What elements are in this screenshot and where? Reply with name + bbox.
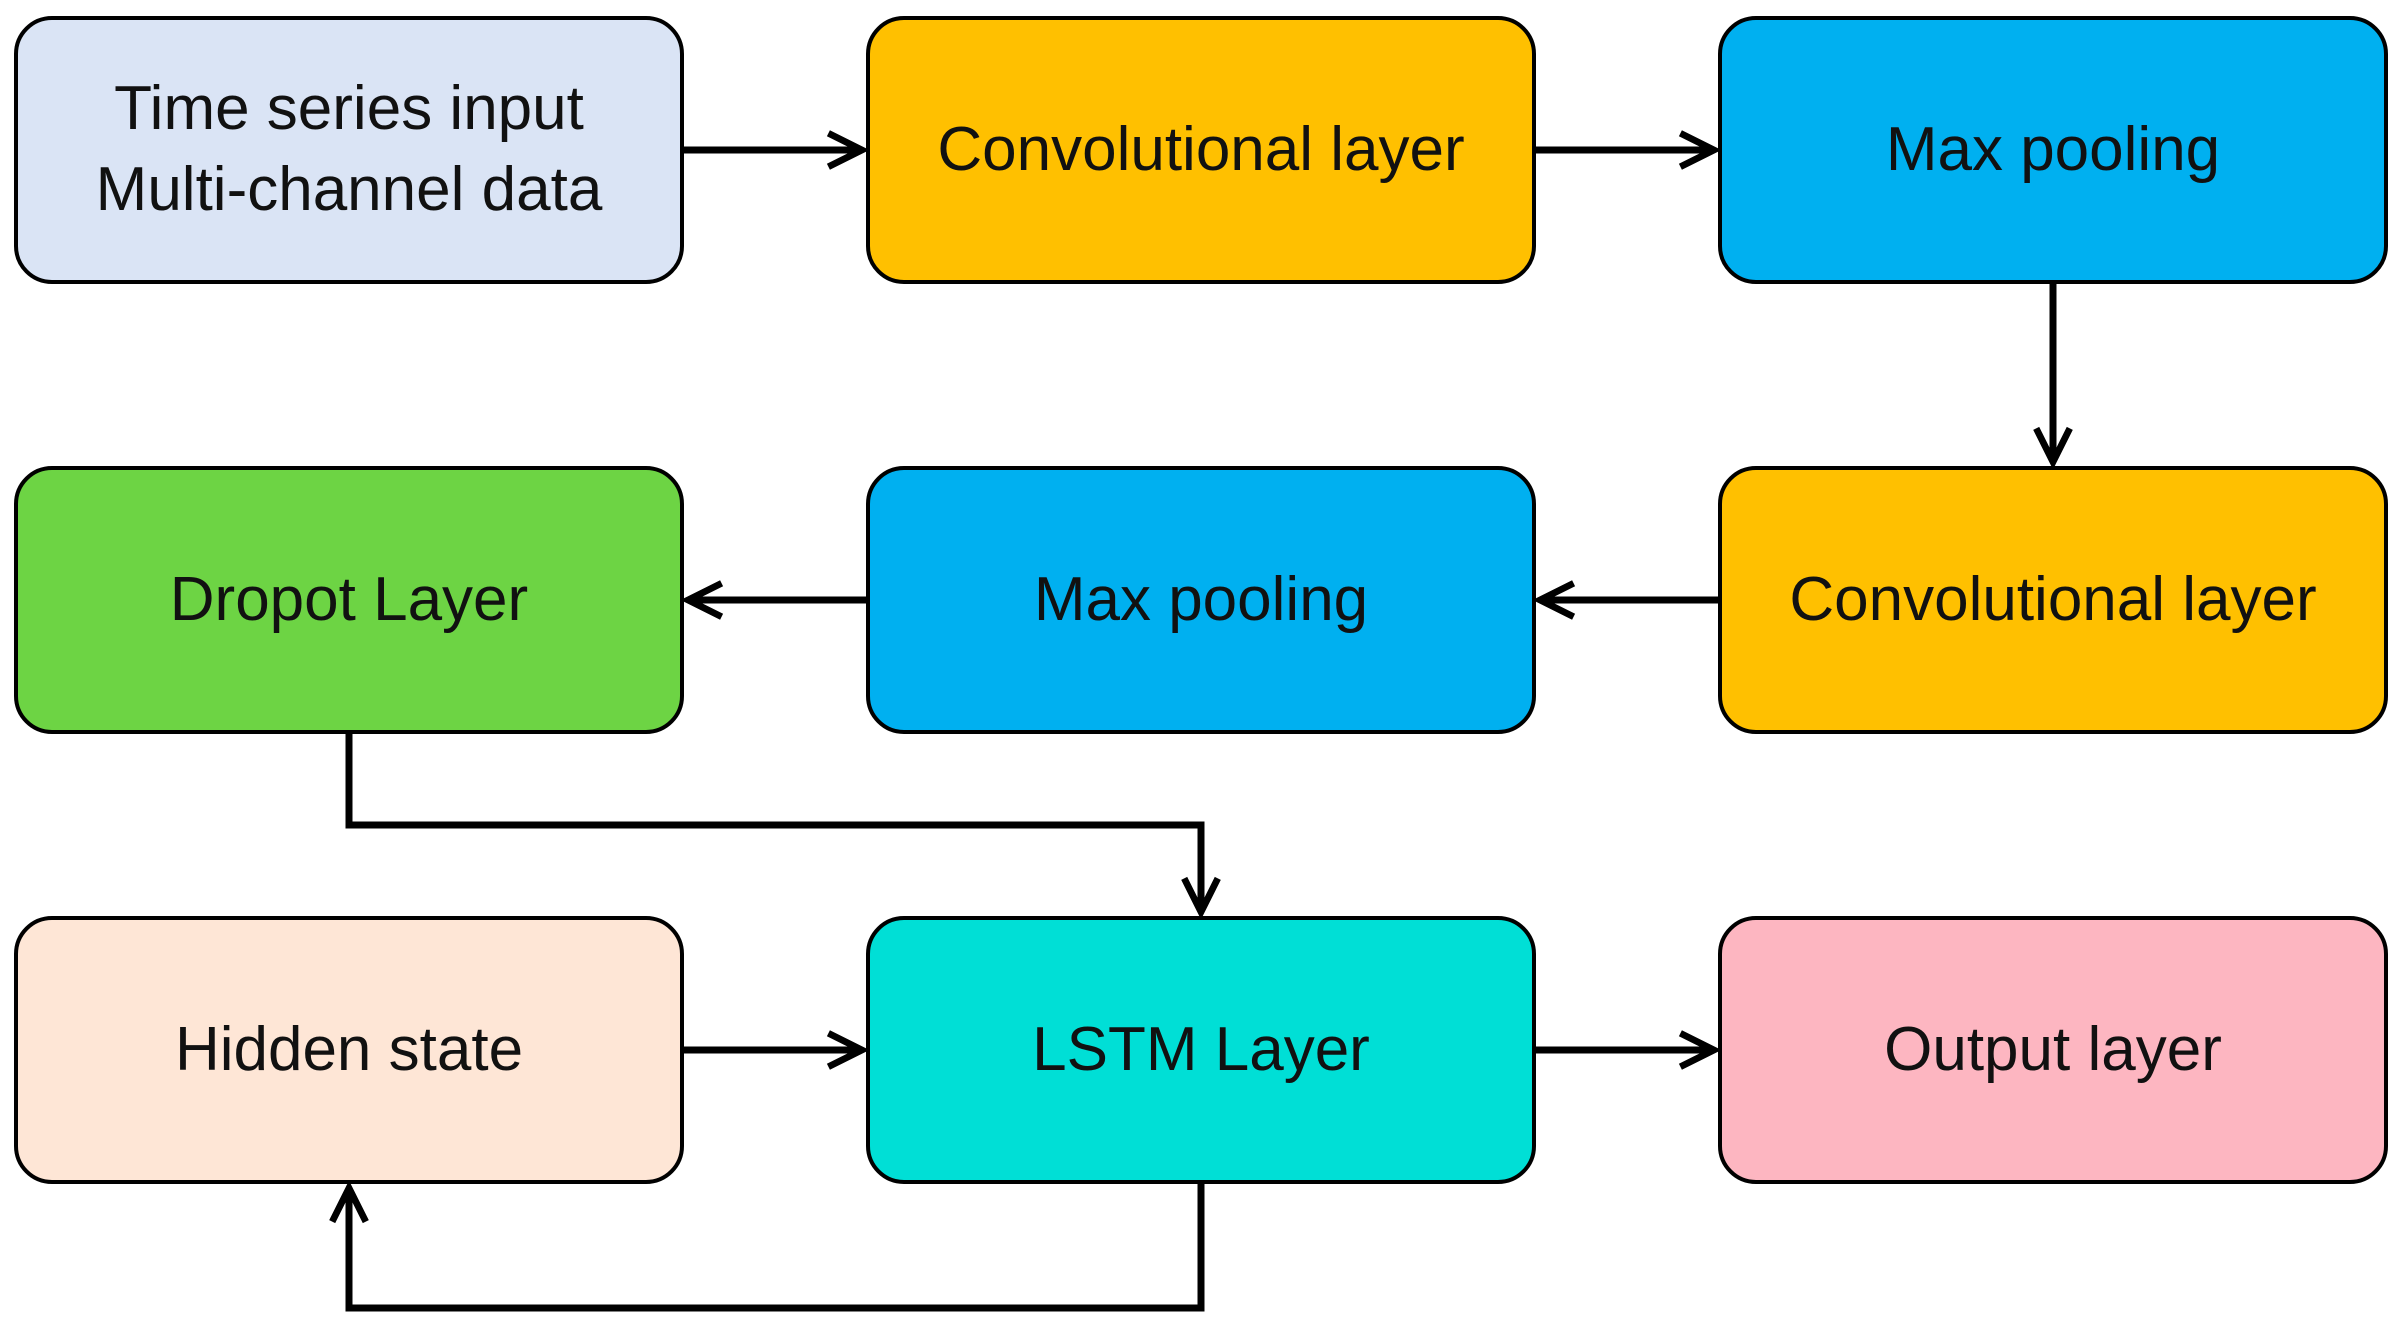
node-dropout-label: Dropot Layer <box>169 564 529 634</box>
node-dropout-layer: Dropot Layer <box>14 466 684 734</box>
node-max-pooling-1: Max pooling <box>1718 16 2388 284</box>
node-hidden-label: Hidden state <box>174 1014 524 1084</box>
node-max-pooling-2: Max pooling <box>866 466 1536 734</box>
node-lstm-label: LSTM Layer <box>1032 1014 1370 1084</box>
node-input-line2: Multi-channel data <box>95 155 603 224</box>
node-hidden-state: Hidden state <box>14 916 684 1184</box>
node-pool2-label: Max pooling <box>1033 564 1369 634</box>
arrow-lstm-to-hidden <box>349 1184 1205 1312</box>
node-conv2-label: Convolutional layer <box>1789 564 2317 634</box>
arrow-dropout-to-lstm <box>345 734 1201 912</box>
node-conv1-label: Convolutional layer <box>937 114 1465 184</box>
node-lstm-layer: LSTM Layer <box>866 916 1536 1184</box>
node-pool1-label: Max pooling <box>1885 114 2221 184</box>
node-input-line1: Time series input <box>114 74 584 144</box>
node-convolutional-layer-2: Convolutional layer <box>1718 466 2388 734</box>
node-time-series-input: Time series input Multi-channel data <box>14 16 684 284</box>
node-output-layer: Output layer <box>1718 916 2388 1184</box>
node-convolutional-layer-1: Convolutional layer <box>866 16 1536 284</box>
node-output-label: Output layer <box>1884 1014 2222 1084</box>
